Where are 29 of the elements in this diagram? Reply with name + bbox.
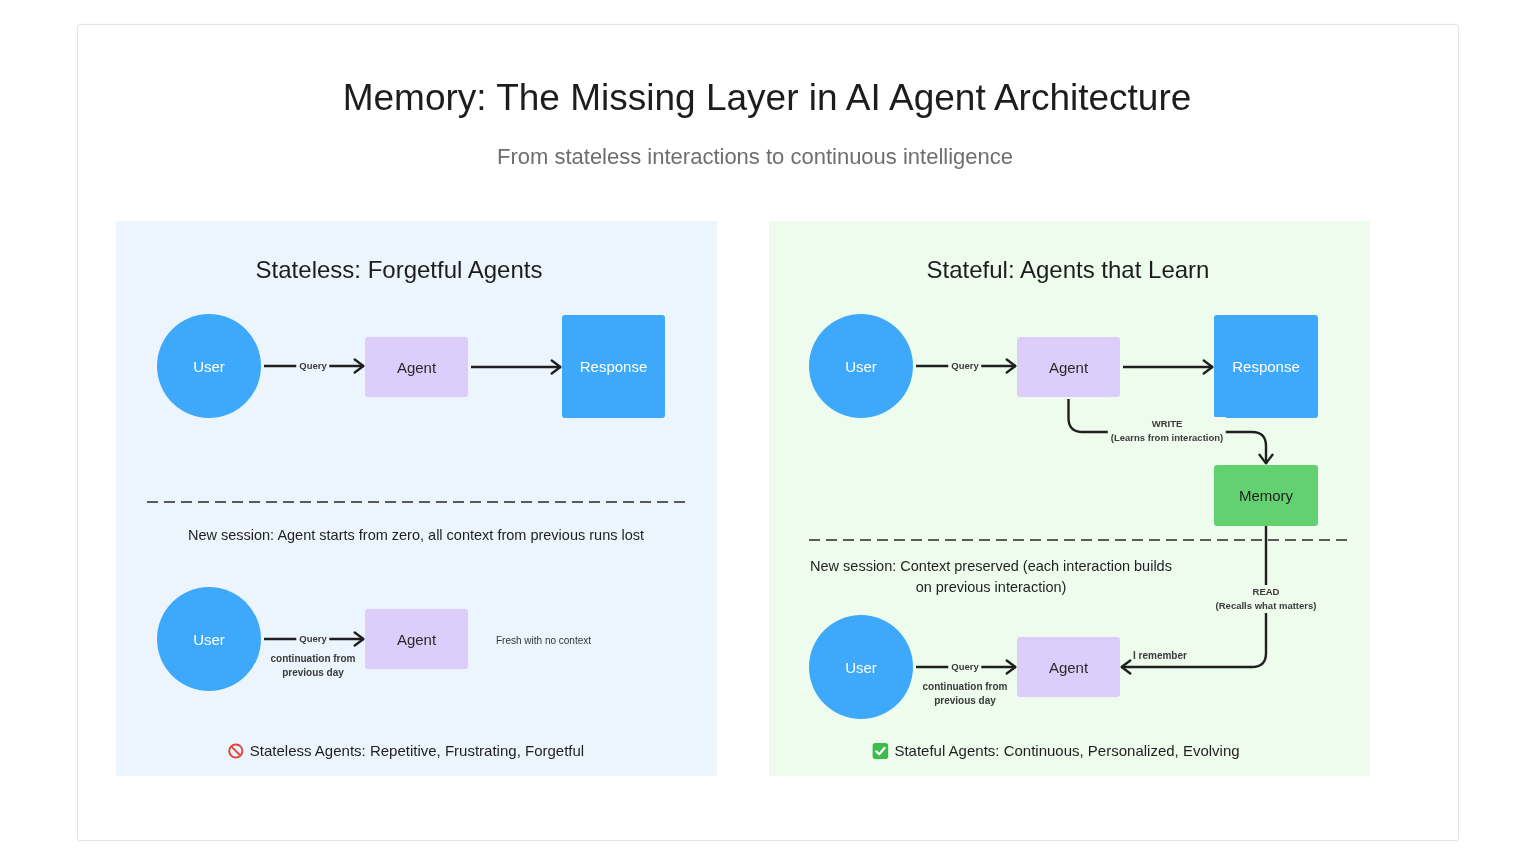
edge-note: continuation from previous day <box>269 652 357 680</box>
comparison-panel <box>116 221 717 776</box>
process-box: Agent <box>365 609 468 669</box>
node-note: Fresh with no context <box>496 634 592 648</box>
process-box: Agent <box>365 337 468 397</box>
panel-heading: Stateless: Forgetful Agents <box>255 255 543 285</box>
panel-heading: Stateful: Agents that Learn <box>926 255 1210 285</box>
process-box: Memory <box>1214 465 1318 526</box>
process-circle: User <box>809 314 913 418</box>
edge-note: I remember <box>1133 649 1187 663</box>
process-box: Response <box>562 315 665 418</box>
subtitle: From stateless interactions to continuous intelligence <box>497 143 1013 171</box>
process-circle: User <box>157 314 261 418</box>
process-circle: User <box>809 615 913 719</box>
comparison-panel <box>769 221 1370 776</box>
title: Memory: The Missing Layer in AI Agent Architecture <box>342 76 1192 120</box>
process-box: Agent <box>1017 637 1120 697</box>
session-note: New session: Agent starts from zero, all context from previous runs lost <box>186 526 646 545</box>
summary-text: Stateful Agents: Continuous, Personalized, Evolving <box>894 741 1240 761</box>
arrow <box>471 359 562 375</box>
arrow <box>1123 359 1214 375</box>
edge-note: continuation from previous day <box>921 680 1009 708</box>
session-note: New session: Context preserved (each interaction builds on previous interaction) <box>810 557 1172 597</box>
arrow <box>1120 526 1268 675</box>
summary-text: Stateless Agents: Repetitive, Frustrating, Forgetful <box>249 741 585 761</box>
process-box: Agent <box>1017 337 1120 397</box>
edge-label: WRITE (Learns from interaction) <box>1107 417 1227 445</box>
process-circle: User <box>157 587 261 691</box>
process-box: Response <box>1214 315 1318 418</box>
